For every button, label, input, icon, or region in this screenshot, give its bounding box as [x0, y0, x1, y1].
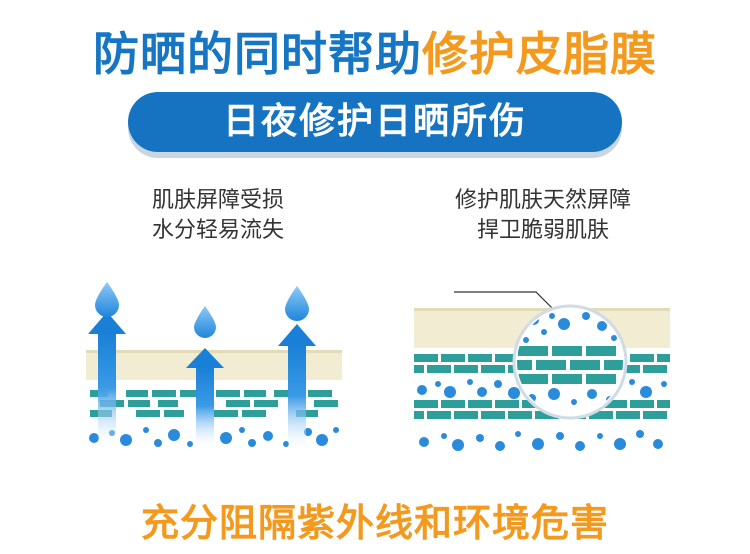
- left-caption-line2: 水分轻易流失: [151, 218, 284, 243]
- damaged-skin-illustration: [86, 282, 342, 448]
- banner-text: 日夜修护日晒所伤: [222, 101, 527, 142]
- water-droplet-icon: [95, 282, 119, 317]
- water-droplet-icon: [285, 286, 309, 321]
- right-caption: 修护肌肤天然屏障 捍卫脆弱肌肤: [418, 186, 668, 246]
- headline-part2: 修护皮脂膜: [422, 27, 657, 81]
- bottom-slogan: 充分阻隔紫外线和环境危害: [140, 501, 609, 545]
- up-arrow-icon: [88, 312, 126, 444]
- right-caption-line1: 修护肌肤天然屏障: [454, 188, 631, 213]
- banner: 日夜修护日晒所伤: [128, 92, 622, 152]
- right-caption-line2: 捍卫脆弱肌肤: [476, 218, 609, 243]
- headline-part1: 防晒的同时帮助: [93, 27, 422, 81]
- magnifier-circle-icon: [512, 304, 628, 420]
- repaired-skin-illustration: [414, 291, 670, 451]
- up-arrow-icon: [278, 324, 316, 448]
- water-droplet-icon: [194, 306, 216, 338]
- up-arrow-icon: [186, 348, 224, 446]
- headline: 防晒的同时帮助修护皮脂膜: [0, 18, 750, 84]
- left-caption: 肌肤屏障受损 水分轻易流失: [118, 186, 318, 246]
- left-caption-line1: 肌肤屏障受损: [151, 188, 284, 213]
